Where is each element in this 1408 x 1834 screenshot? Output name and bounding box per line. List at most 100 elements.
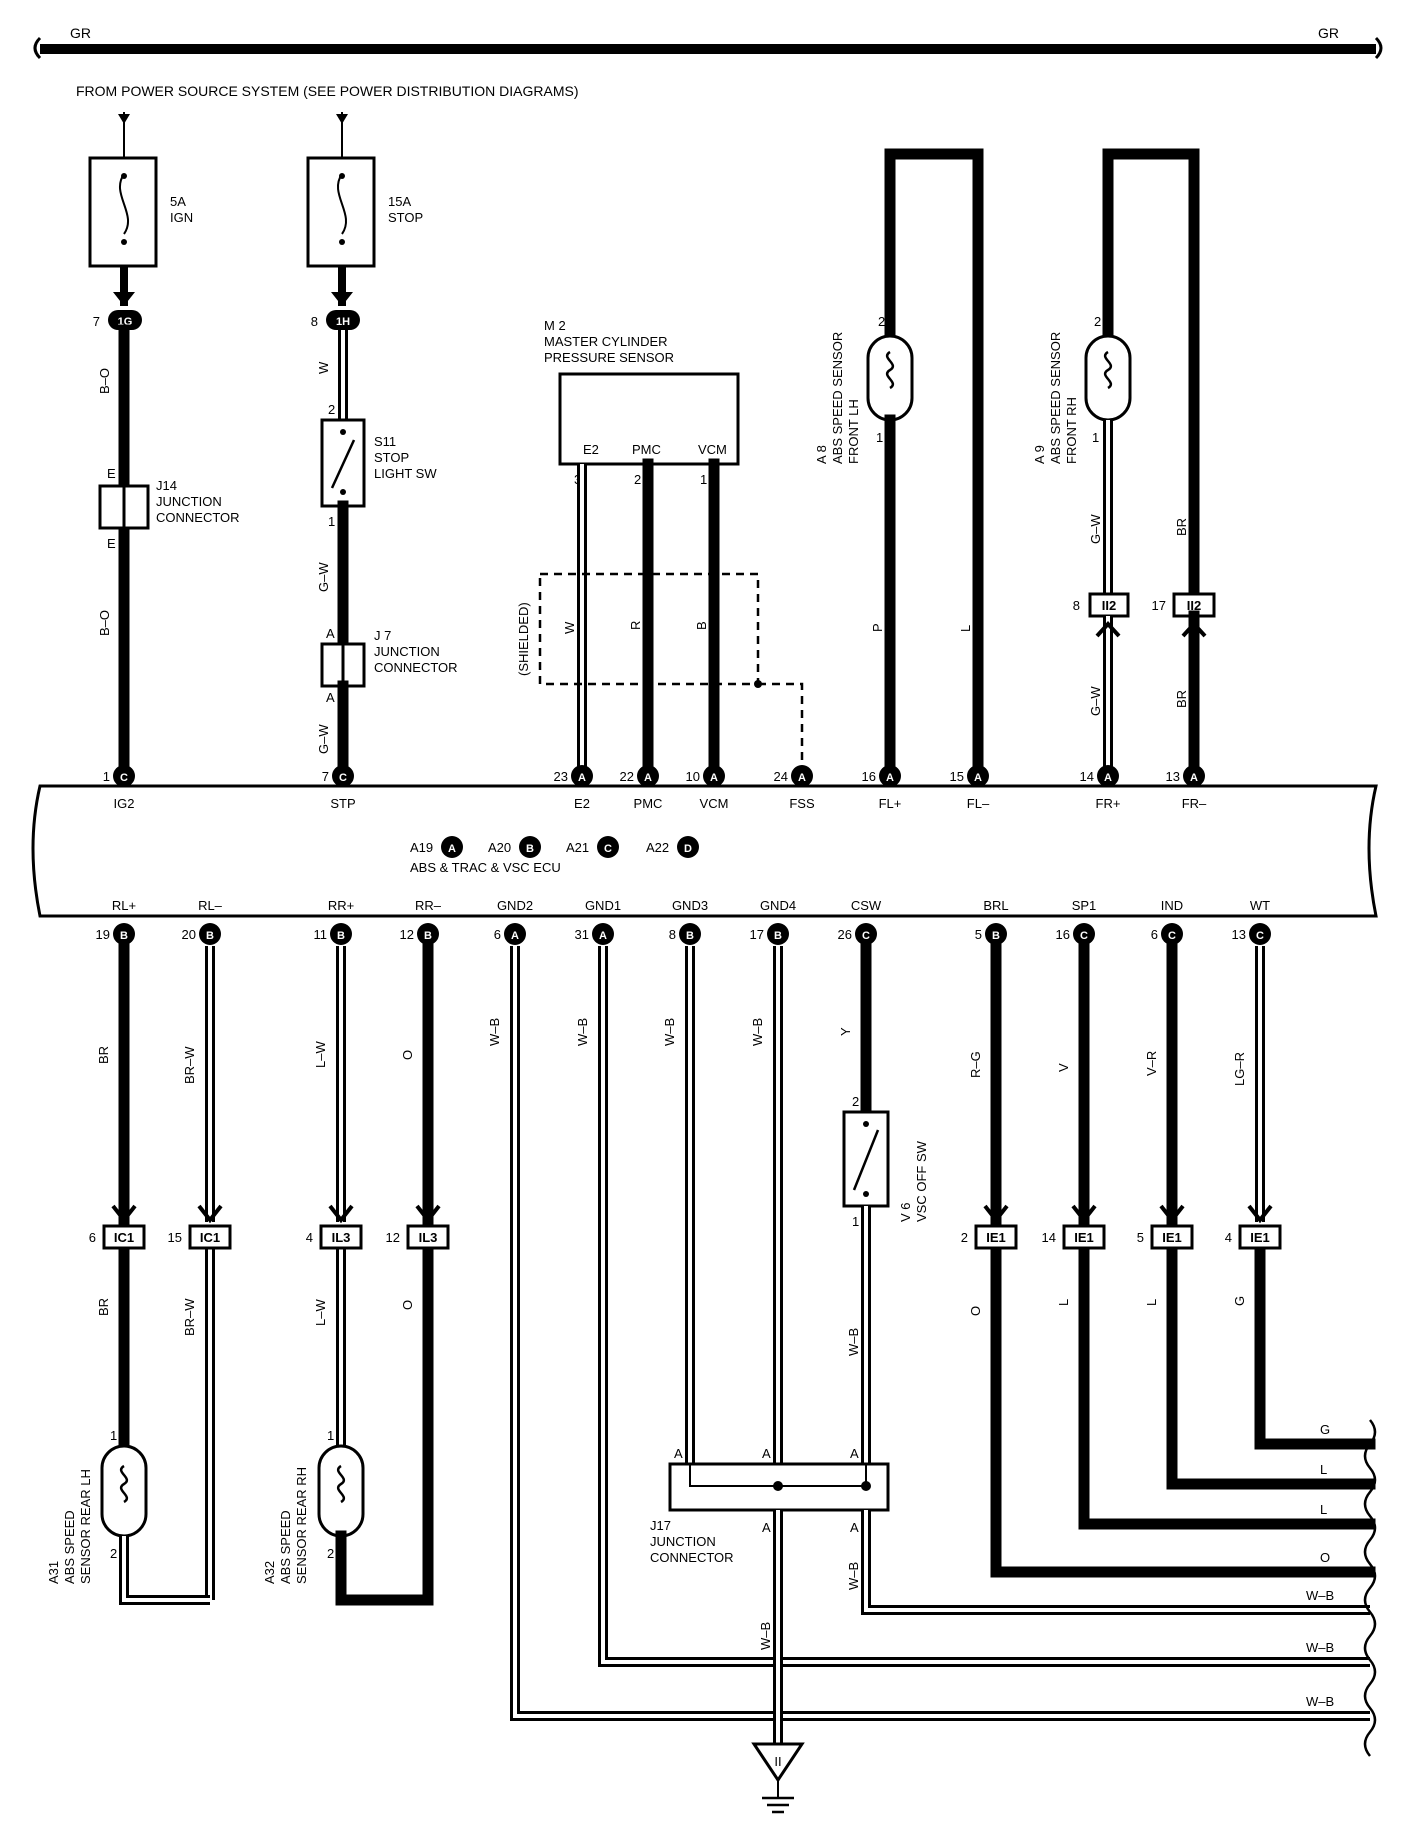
svg-text:IG2: IG2 [114, 796, 135, 811]
svg-text:VCM: VCM [698, 442, 727, 457]
svg-text:B: B [992, 930, 1000, 942]
svg-text:FSS: FSS [789, 796, 815, 811]
svg-text:C: C [1168, 930, 1176, 942]
svg-text:1: 1 [852, 1214, 859, 1229]
svg-text:WT: WT [1250, 898, 1270, 913]
wire-color-bottom-2: L–W [313, 1041, 328, 1068]
svg-text:A: A [762, 1520, 771, 1535]
svg-text:C: C [862, 930, 870, 942]
wire-color-bottom-12: LG–R [1232, 1052, 1247, 1086]
svg-text:A: A [850, 1446, 859, 1461]
power-source-note: FROM POWER SOURCE SYSTEM (SEE POWER DIST… [76, 83, 578, 99]
svg-text:A: A [578, 772, 586, 784]
rear-lh-line1: ABS SPEED [62, 1510, 77, 1584]
svg-text:A22: A22 [646, 840, 669, 855]
wire-color-flm: L [958, 625, 973, 632]
fuse-ign-rating: 5A [170, 194, 186, 209]
svg-text:C: C [1256, 930, 1264, 942]
svg-text:II2: II2 [1187, 598, 1201, 613]
wire-color-pmc: R [628, 621, 643, 630]
svg-text:6: 6 [89, 1230, 96, 1245]
svg-text:A21: A21 [566, 840, 589, 855]
svg-text:14: 14 [1042, 1230, 1056, 1245]
wire-color-lower-6: L [1144, 1299, 1159, 1306]
svg-text:15: 15 [950, 769, 964, 784]
stop-switch-id: S11 [374, 434, 396, 449]
svg-text:12: 12 [400, 927, 414, 942]
svg-text:A: A [448, 843, 456, 855]
svg-text:A: A [326, 626, 335, 641]
connector-1g: 1G 7 [93, 310, 142, 330]
fuse-ign-name: IGN [170, 210, 193, 225]
svg-text:A: A [674, 1446, 683, 1461]
rear-rh-id: A32 [262, 1561, 277, 1584]
svg-text:2: 2 [634, 472, 641, 487]
svg-text:G: G [1320, 1422, 1330, 1437]
svg-text:16: 16 [1056, 927, 1070, 942]
bus-left-label: GR [70, 25, 91, 41]
master-cyl-line2: PRESSURE SENSOR [544, 350, 674, 365]
svg-text:B: B [424, 930, 432, 942]
svg-text:RR–: RR– [415, 898, 442, 913]
j7-line1: JUNCTION [374, 644, 440, 659]
svg-text:A: A [644, 772, 652, 784]
j14-line1: JUNCTION [156, 494, 222, 509]
wire-color-vcm: B [694, 621, 709, 630]
svg-text:A: A [1190, 772, 1198, 784]
svg-text:17: 17 [750, 927, 764, 942]
ecu-bottom-pins: RL+B19RL–B20RR+B11RR–B12GND2A6GND1A31GND… [96, 898, 1271, 945]
svg-text:2: 2 [961, 1230, 968, 1245]
rear-lh-id: A31 [46, 1561, 61, 1584]
vsc-off-switch: 2 1 V 6 VSC OFF SW W–B [846, 1094, 929, 1356]
svg-text:L: L [1320, 1462, 1327, 1477]
svg-text:24: 24 [774, 769, 788, 784]
svg-text:SP1: SP1 [1072, 898, 1097, 913]
j17-line1: JUNCTION [650, 1534, 716, 1549]
svg-text:6: 6 [1151, 927, 1158, 942]
svg-text:E2: E2 [574, 796, 590, 811]
svg-text:B: B [206, 930, 214, 942]
svg-text:IC1: IC1 [114, 1230, 134, 1245]
svg-text:A: A [762, 1446, 771, 1461]
svg-text:G–W: G–W [1088, 686, 1103, 716]
svg-text:B: B [774, 930, 782, 942]
ground-symbol: II [751, 1742, 805, 1814]
svg-text:13: 13 [1166, 769, 1180, 784]
front-rh-line1: ABS SPEED SENSOR [1048, 332, 1063, 464]
wire-color-bottom-1: BR–W [182, 1046, 197, 1084]
wire-color-lower-3: O [400, 1300, 415, 1310]
svg-text:31: 31 [575, 927, 589, 942]
fuse-stop-rating: 15A [388, 194, 411, 209]
wire-color-bottom-10: V [1056, 1063, 1071, 1072]
wire-color-lower-4: O [968, 1306, 983, 1316]
svg-text:CSW: CSW [851, 898, 882, 913]
master-cyl-line1: MASTER CYLINDER [544, 334, 668, 349]
svg-text:STP: STP [330, 796, 355, 811]
wire-color-bottom-5: W–B [575, 1018, 590, 1046]
svg-text:5: 5 [1137, 1230, 1144, 1245]
j17-id: J17 [650, 1518, 671, 1533]
wire-color-lower-2: L–W [313, 1299, 328, 1326]
front-lh-sensor: 2 1 A 8 ABS SPEED SENSOR FRONT LH P L [814, 148, 984, 776]
svg-text:1: 1 [103, 769, 110, 784]
svg-text:19: 19 [96, 927, 110, 942]
svg-text:W–B: W–B [1306, 1694, 1334, 1709]
wire-color-bottom-3: O [400, 1050, 415, 1060]
wire-color-bottom-8: Y [838, 1027, 853, 1036]
svg-text:W–B: W–B [1306, 1640, 1334, 1655]
svg-text:IE1: IE1 [1162, 1230, 1182, 1245]
ecu-bottom-pin-3: RR– B 12 [400, 898, 442, 945]
wire-color-e2: W [562, 621, 577, 634]
